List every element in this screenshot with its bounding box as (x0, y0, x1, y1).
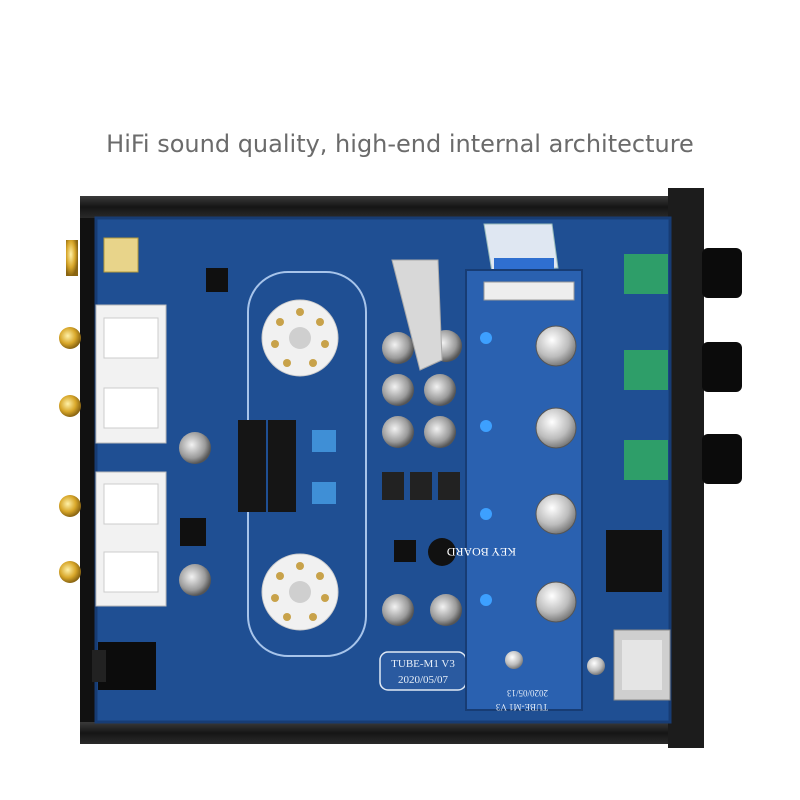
key-board-model: TUBE-M1 V3 (495, 702, 548, 712)
key-board-leds (480, 332, 492, 606)
sd-card-slot (613, 629, 671, 701)
rca-jack-group-top (59, 304, 167, 444)
ribbon-cable-grey (391, 259, 443, 371)
main-board-date: 2020/05/07 (398, 674, 449, 686)
ics (180, 268, 460, 566)
chassis-bottom-rail (80, 722, 702, 744)
chassis-right-panel (668, 188, 704, 748)
electrolytic-capacitors (179, 330, 462, 626)
tube-socket-bottom (261, 553, 339, 631)
headline: HiFi sound quality, high-end internal ar… (106, 130, 694, 158)
rca-jack-group-bottom (59, 471, 167, 607)
film-capacitors (312, 430, 336, 504)
key-board-date: 2020/05/13 (506, 688, 548, 698)
dc-power-jack (92, 642, 156, 690)
main-board-model: TUBE-M1 V3 (391, 658, 455, 670)
chassis-top-rail (80, 196, 702, 218)
main-pcb (96, 218, 670, 722)
antenna-connector (66, 237, 139, 276)
tube-socket-top (261, 299, 339, 377)
key-board-knobs (535, 325, 577, 623)
front-knobs (702, 248, 742, 484)
headphone-jack (606, 530, 662, 592)
key-board-label: KEY BOARD (446, 545, 516, 559)
key-board-screw (505, 651, 523, 669)
relays (238, 420, 296, 512)
green-terminals (624, 254, 668, 480)
front-screw (587, 657, 605, 675)
